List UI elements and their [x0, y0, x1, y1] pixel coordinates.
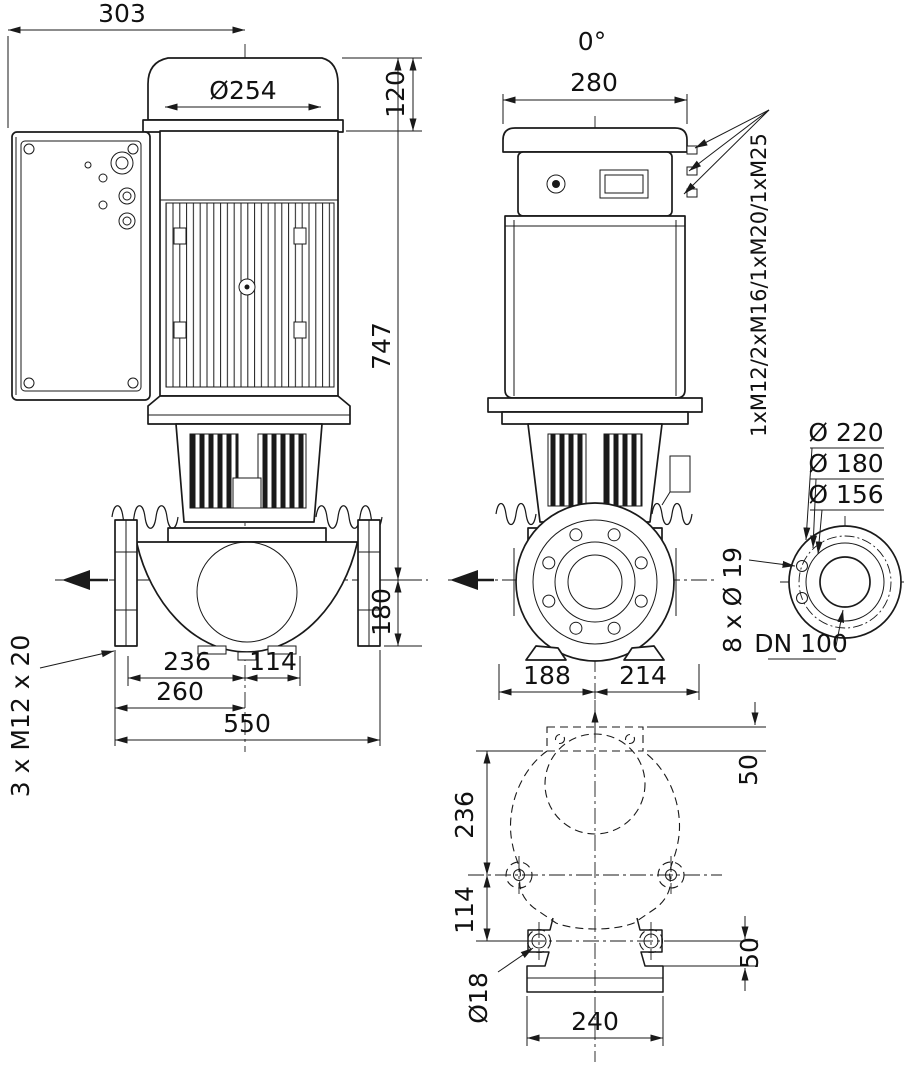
dim-front-width: 280: [502, 68, 688, 124]
dim-label: 236: [163, 647, 211, 676]
dim-label: 214: [619, 661, 667, 690]
callout-label: 8 x Ø 19: [718, 547, 747, 653]
front-view: 0° 280: [448, 27, 771, 738]
dim-label: Ø18: [464, 972, 493, 1024]
dim-label: Ø 220: [808, 418, 883, 447]
label-flange-face: Ø 156: [808, 480, 884, 555]
flow-direction-arrow: [450, 570, 494, 590]
discharge-flange-plan: [544, 726, 646, 835]
pump-casing: [114, 519, 381, 661]
motor-fins: [165, 202, 335, 388]
callout-label: DN 100: [754, 629, 848, 658]
dim-label: 188: [523, 661, 571, 690]
dim-front-right: 214: [595, 661, 700, 700]
dim-plan-base-width: 240: [526, 996, 664, 1046]
bolt-hole: [796, 592, 808, 604]
dim-front-left: 188: [498, 661, 595, 700]
dim-label: 260: [156, 677, 204, 706]
volute-front: [513, 502, 677, 662]
motor-flange: [147, 395, 351, 425]
dim-label: Ø254: [209, 76, 276, 105]
fan-cover-front: [502, 127, 688, 153]
dim-label: 50: [734, 754, 763, 786]
lantern: [167, 423, 327, 543]
cable-gland-icon: [110, 151, 136, 230]
dim-plan-flange-to-mid-holes: 236: [450, 750, 543, 875]
dim-motor-diameter: Ø254: [165, 76, 321, 111]
label-module-angle: 0°: [578, 27, 606, 56]
dim-label: 303: [98, 0, 146, 28]
casing-foot: [267, 645, 297, 655]
dim-label: 236: [450, 791, 479, 839]
flow-direction-arrow: [62, 570, 108, 590]
flange-bolt-holes: [542, 528, 648, 635]
dim-foot-rear-spacing: 114: [245, 647, 300, 682]
dim-plan-flange-depth: 50: [647, 702, 766, 786]
dim-plan-hole-diameter: Ø18: [464, 947, 534, 1024]
motor-flange-front: [487, 397, 703, 425]
dim-width-top: 303: [7, 0, 245, 128]
dim-cap-height: 120: [342, 57, 422, 132]
dim-flange-to-center: 260: [114, 650, 245, 746]
bolt-hole: [796, 560, 808, 572]
casing-foot: [197, 645, 227, 655]
dim-label: 240: [571, 1007, 619, 1036]
dim-label: 747: [367, 322, 396, 370]
callout-label: 3 x M12 x 20: [6, 635, 35, 797]
flange-detail-view: Ø 220 Ø 180 Ø 156 8 x Ø 19 DN 100: [718, 418, 905, 660]
dim-height-above-axis: 747: [367, 58, 422, 581]
dim-label: 50: [735, 937, 764, 969]
dim-label: 114: [249, 647, 297, 676]
pump-body-plan: [505, 750, 685, 930]
dim-label: 180: [367, 588, 396, 636]
terminal-box: [11, 131, 151, 401]
dim-total-length: 550: [115, 650, 381, 746]
callout-label: 1xM12/2xM16/1xM20/1xM25: [747, 133, 771, 437]
dim-plan-mid-to-rear-holes: 114: [450, 875, 530, 942]
cable-gland-icon: [686, 145, 698, 155]
label-foot-bolts: 3 x M12 x 20: [6, 635, 115, 797]
casing-foot: [623, 645, 665, 661]
side-view: 303 Ø254 120 747 180 236 114 260: [6, 0, 428, 797]
label-flange-od: Ø 220: [803, 418, 884, 541]
dim-label: Ø 156: [808, 480, 883, 509]
dim-label: 550: [223, 709, 271, 738]
motor-body-front: [504, 215, 686, 399]
label-flange-bcd: Ø 180: [808, 449, 884, 549]
dim-plan-rear-offset: 50: [663, 916, 764, 991]
sensor-bracket: [661, 455, 691, 506]
flange-circles: [780, 516, 905, 650]
label-cable-glands: 1xM12/2xM16/1xM20/1xM25: [683, 109, 771, 437]
control-module: [517, 145, 698, 217]
dim-foot-front-spacing: 236: [127, 647, 301, 686]
drain-plug: [237, 651, 257, 661]
coupling-spring-left: [495, 502, 537, 526]
module-display: [599, 169, 649, 199]
dim-label: 280: [570, 68, 618, 97]
plan-view: 236 114 Ø18 50 50 240: [450, 700, 766, 1062]
label-bolt-holes: 8 x Ø 19: [718, 547, 796, 653]
dim-label: 120: [381, 70, 410, 118]
dim-label: 114: [450, 886, 479, 934]
dim-label: Ø 180: [808, 449, 883, 478]
motor-body: [159, 130, 339, 397]
casing-foot: [525, 645, 567, 661]
label-nominal-diameter: DN 100: [754, 609, 848, 660]
coupling-spring-right: [651, 502, 693, 526]
dim-height-below-axis: 180: [367, 580, 422, 647]
